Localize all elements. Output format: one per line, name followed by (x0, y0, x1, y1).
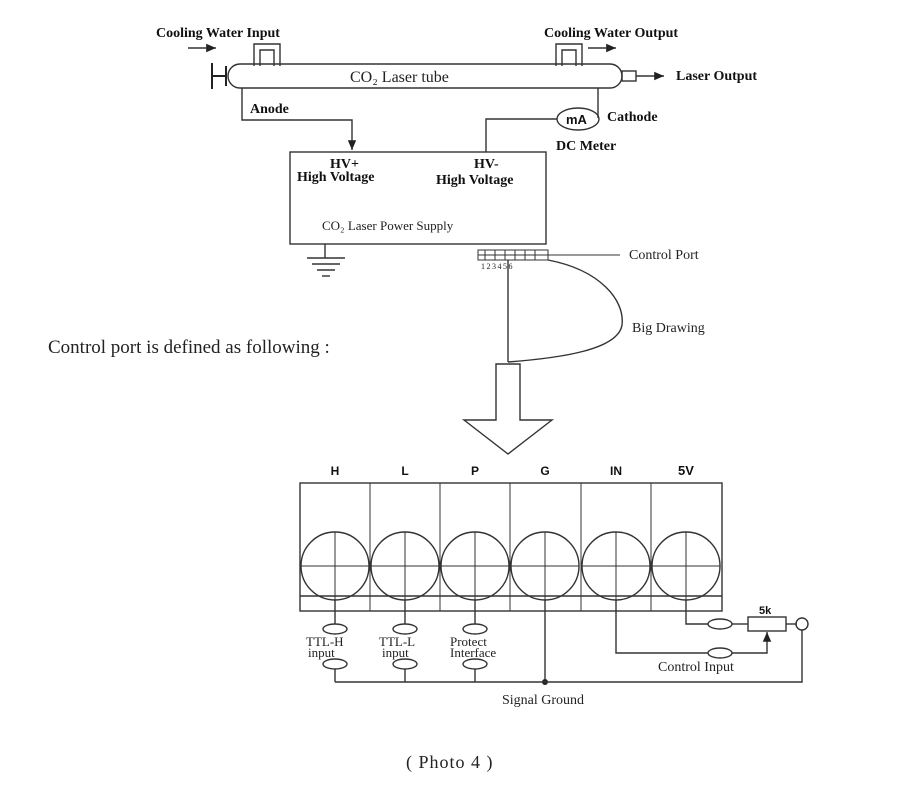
signal-ground-label: Signal Ground (502, 693, 584, 708)
cooling-water-input-label: Cooling Water Input (156, 26, 280, 41)
anode-label: Anode (250, 102, 289, 117)
water-inlet-nozzle (253, 43, 281, 66)
5v-contact (707, 618, 733, 630)
terminal-screw-in (581, 531, 651, 601)
terminal-label-g: G (540, 464, 549, 478)
switch-contact-p-bottom (462, 658, 488, 670)
hv-minus-sublabel: High Voltage (436, 173, 513, 188)
hv-plus-sublabel: High Voltage (297, 170, 374, 185)
power-supply-box (289, 151, 547, 245)
ttl-h-label-2: input (308, 645, 335, 660)
terminal-label-h: H (331, 464, 340, 478)
big-drawing-leader (507, 259, 623, 363)
potentiometer-end-terminal (795, 617, 809, 631)
laser-output-label: Laser Output (676, 69, 757, 84)
control-port-heading: Control port is defined as following : (48, 337, 330, 358)
protect-label-1: Protect (450, 634, 487, 649)
potentiometer-5k (747, 616, 787, 632)
big-down-arrow (461, 363, 555, 455)
switch-contact-h-top (322, 623, 348, 635)
switch-contact-p-top (462, 623, 488, 635)
terminal-block (299, 482, 723, 612)
terminal-screw-5v (651, 531, 721, 601)
switch-contact-l-top (392, 623, 418, 635)
water-outlet-nozzle (555, 43, 583, 66)
ground-symbol (307, 244, 345, 277)
cathode-label: Cathode (607, 110, 658, 125)
pin-numbers: 123456 (481, 262, 514, 271)
ttl-l-label-2: input (382, 645, 409, 660)
terminal-screw-p (440, 531, 510, 601)
signal-ground-bus (335, 630, 803, 683)
terminal-screw-h (300, 531, 370, 601)
wire-in (615, 600, 708, 654)
terminal-label-p: P (471, 464, 479, 478)
control-input-contact (707, 647, 733, 659)
switch-contact-h-bottom (322, 658, 348, 670)
laser-tube-label: CO₂ Laser tube (350, 69, 449, 86)
terminal-label-l: L (401, 464, 408, 478)
big-drawing-label: Big Drawing (632, 321, 705, 336)
terminal-screw-l (370, 531, 440, 601)
anode-wire (241, 88, 357, 150)
cooling-water-output-label: Cooling Water Output (544, 26, 678, 41)
resistor-label: 5k (759, 605, 772, 617)
cathode-wire (485, 118, 557, 152)
ma-meter-symbol: mA (566, 112, 588, 127)
terminal-label-in: IN (610, 464, 622, 478)
terminal-label-5v: 5V (678, 463, 694, 478)
hv-minus-label: HV- (474, 157, 499, 172)
control-input-label: Control Input (658, 660, 734, 675)
control-port-label: Control Port (629, 248, 699, 263)
wire-5v (685, 600, 708, 625)
switch-contact-l-bottom (392, 658, 418, 670)
control-port-pins (477, 249, 549, 261)
photo-caption: ( Photo 4 ) (406, 752, 494, 773)
ttl-h-label-1: TTL-H (306, 634, 344, 649)
dc-meter-label: DC Meter (556, 139, 616, 154)
terminal-screw-g (510, 531, 580, 601)
hv-plus-label: HV+ (330, 157, 359, 172)
potentiometer-wiper (732, 632, 772, 654)
ttl-l-label-1: TTL-L (379, 634, 415, 649)
protect-label-2: Interface (450, 645, 496, 660)
power-supply-name: CO₂ Laser Power Supply (322, 218, 454, 233)
output-coupler (621, 70, 637, 82)
